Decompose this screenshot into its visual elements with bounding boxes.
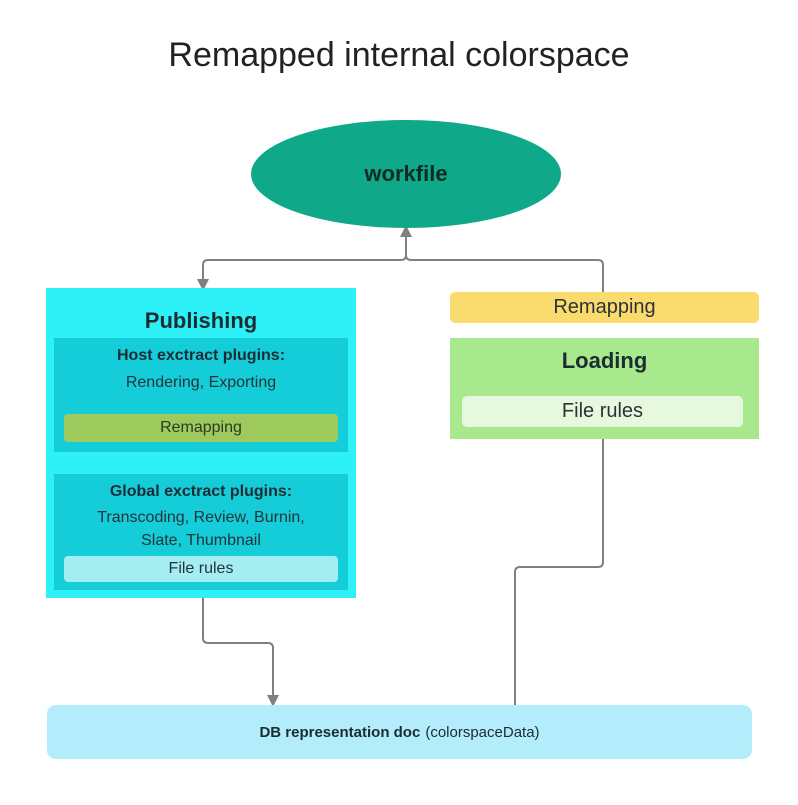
loading-file-rules-badge: File rules bbox=[462, 396, 743, 427]
db-representation-node: DB representation doc (colorspaceData) bbox=[47, 705, 752, 759]
connector-db-loading bbox=[514, 424, 609, 705]
host-extract-subtitle: Rendering, Exporting bbox=[125, 374, 277, 391]
global-extract-subtitle: Transcoding, Review, Burnin, Slate, Thum… bbox=[54, 506, 348, 552]
host-extract-heading: Host exctract plugins: bbox=[116, 347, 286, 364]
workfile-node: workfile bbox=[251, 120, 561, 228]
global-extract-heading: Global exctract plugins: bbox=[109, 483, 293, 500]
diagram-title: Remapped internal colorspace bbox=[168, 36, 630, 74]
publishing-remapping-badge: Remapping bbox=[64, 414, 338, 442]
publishing-node: Publishing Host exctract plugins: Render… bbox=[46, 288, 356, 598]
db-representation-label: DB representation doc bbox=[259, 723, 421, 741]
connector-workfile-publishing bbox=[197, 225, 412, 291]
connector-publishing-db bbox=[202, 598, 279, 707]
publishing-file-rules-badge: File rules bbox=[64, 556, 338, 582]
global-extract-plugins-box: Global exctract plugins: Transcoding, Re… bbox=[54, 474, 348, 590]
global-extract-subtitle-line1: Transcoding, Review, Burnin, bbox=[97, 509, 305, 526]
remapping-node: Remapping bbox=[450, 292, 759, 323]
loading-node: Loading File rules bbox=[450, 338, 759, 439]
workfile-label: workfile bbox=[364, 161, 448, 186]
loading-title: Loading bbox=[561, 348, 648, 373]
db-colorspace-data-label: (colorspaceData) bbox=[425, 723, 540, 741]
global-extract-subtitle-line2: Slate, Thumbnail bbox=[141, 532, 261, 549]
publishing-title: Publishing bbox=[144, 308, 258, 333]
connector-remapping-workfile bbox=[405, 254, 604, 292]
host-extract-plugins-box: Host exctract plugins: Rendering, Export… bbox=[54, 338, 348, 452]
